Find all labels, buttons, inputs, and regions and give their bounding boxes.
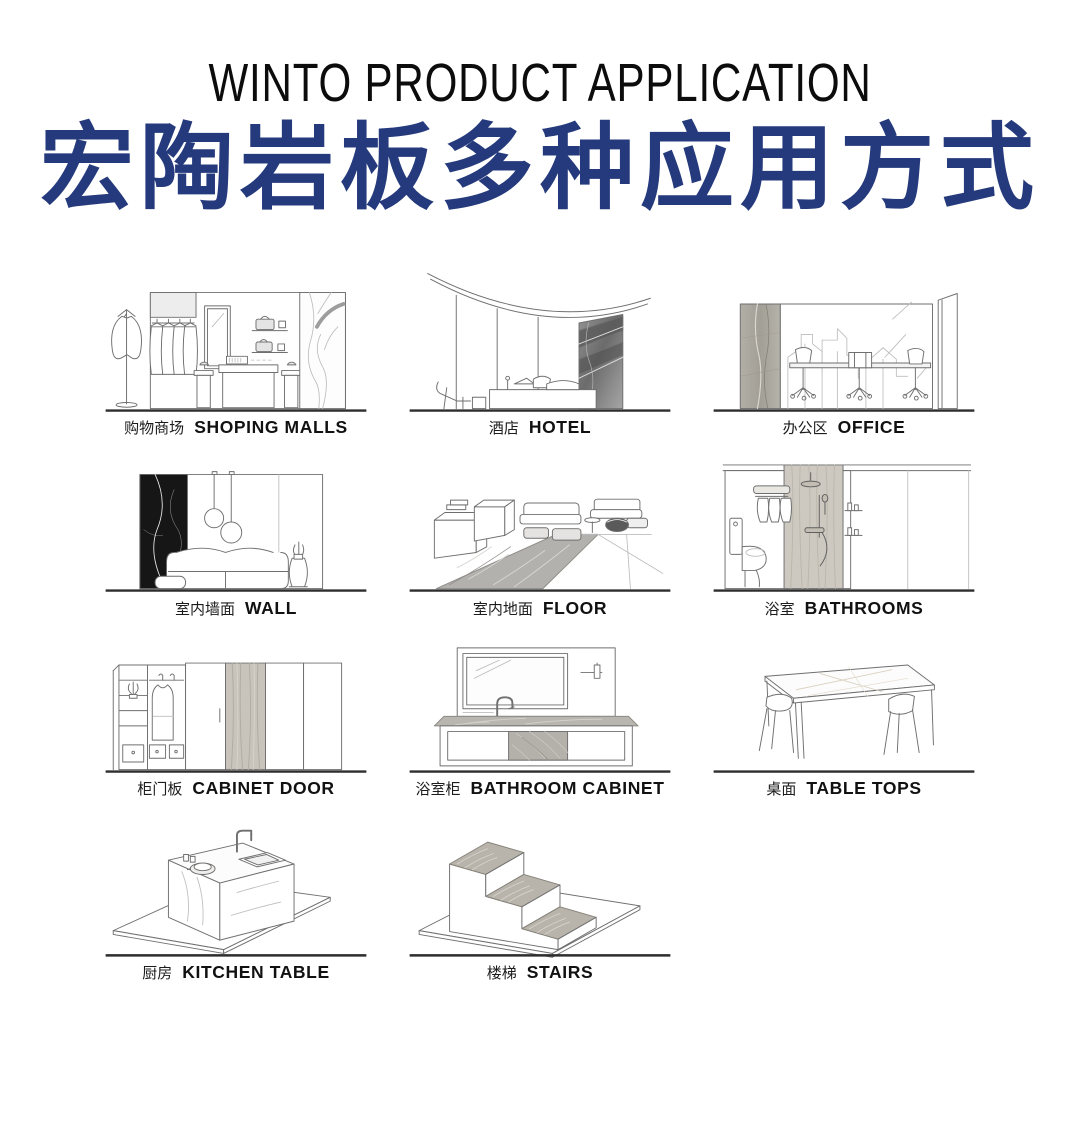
application-grid: 购物商场 SHOPING MALLS bbox=[98, 264, 982, 983]
caption-cabinet-door: 柜门板 CABINET DOOR bbox=[137, 778, 334, 799]
caption-wall-en: WALL bbox=[245, 597, 297, 618]
caption-hotel: 酒店 HOTEL bbox=[489, 417, 591, 438]
figure-floor: 室内地面 FLOOR bbox=[402, 444, 678, 618]
poster-title-chinese: 宏陶岩板多种应用方式 bbox=[39, 115, 1040, 221]
caption-office-zh: 办公区 bbox=[782, 420, 828, 438]
figure-hotel: 酒店 HOTEL bbox=[402, 264, 678, 438]
figure-cabinet-door: 柜门板 CABINET DOOR bbox=[98, 625, 374, 799]
stairs-illustration bbox=[409, 841, 671, 958]
poster-title-english: WINTO PRODUCT APPLICATION bbox=[208, 53, 872, 113]
grid-empty-cell bbox=[706, 805, 982, 983]
figure-shopping-malls: 购物商场 SHOPING MALLS bbox=[98, 264, 374, 438]
table-tops-illustration bbox=[713, 664, 975, 773]
caption-hotel-en: HOTEL bbox=[528, 417, 592, 438]
caption-table-tops: 桌面 TABLE TOPS bbox=[766, 778, 921, 799]
caption-table-tops-en: TABLE TOPS bbox=[806, 778, 922, 799]
caption-floor-zh: 室内地面 bbox=[472, 600, 533, 618]
caption-wall: 室内墙面 WALL bbox=[175, 598, 297, 619]
figure-bathroom-cabinet: 浴室柜 BATHROOM CABINET bbox=[402, 625, 678, 799]
caption-bathrooms-zh: 浴室 bbox=[764, 600, 795, 618]
caption-wall-zh: 室内墙面 bbox=[175, 600, 236, 618]
caption-kitchen-table-zh: 厨房 bbox=[142, 965, 173, 983]
shopping-malls-illustration bbox=[105, 292, 367, 412]
figure-kitchen-table: 厨房 KITCHEN TABLE bbox=[98, 805, 374, 983]
grid-row-4: 厨房 KITCHEN TABLE bbox=[98, 805, 982, 983]
office-illustration bbox=[713, 293, 975, 412]
hotel-illustration bbox=[409, 273, 671, 412]
caption-stairs: 楼梯 STAIRS bbox=[487, 962, 594, 983]
caption-shopping-malls-zh: 购物商场 bbox=[124, 420, 185, 438]
caption-kitchen-table: 厨房 KITCHEN TABLE bbox=[142, 962, 329, 983]
caption-office: 办公区 OFFICE bbox=[783, 417, 906, 438]
figure-office: 办公区 OFFICE bbox=[706, 264, 982, 438]
caption-bathroom-cabinet: 浴室柜 BATHROOM CABINET bbox=[416, 778, 665, 799]
figure-wall: 室内墙面 WALL bbox=[98, 444, 374, 618]
caption-bathroom-cabinet-en: BATHROOM CABINET bbox=[470, 778, 665, 799]
figure-stairs: 楼梯 STAIRS bbox=[402, 805, 678, 983]
caption-office-en: OFFICE bbox=[837, 417, 906, 438]
grid-row-3: 柜门板 CABINET DOOR bbox=[98, 625, 982, 799]
caption-floor: 室内地面 FLOOR bbox=[473, 598, 607, 619]
kitchen-table-illustration bbox=[105, 829, 367, 957]
grid-row-2: 室内墙面 WALL bbox=[98, 444, 982, 618]
caption-table-tops-zh: 桌面 bbox=[766, 781, 797, 799]
caption-cabinet-door-zh: 柜门板 bbox=[137, 781, 183, 799]
caption-shopping-malls: 购物商场 SHOPING MALLS bbox=[124, 417, 348, 438]
figure-table-tops: 桌面 TABLE TOPS bbox=[706, 625, 982, 799]
caption-kitchen-table-en: KITCHEN TABLE bbox=[182, 962, 330, 983]
grid-row-1: 购物商场 SHOPING MALLS bbox=[98, 264, 982, 438]
caption-cabinet-door-en: CABINET DOOR bbox=[192, 778, 335, 799]
caption-shopping-malls-en: SHOPING MALLS bbox=[194, 417, 348, 438]
cabinet-door-illustration bbox=[105, 662, 367, 773]
caption-hotel-zh: 酒店 bbox=[488, 420, 519, 438]
caption-floor-en: FLOOR bbox=[542, 597, 608, 618]
caption-bathrooms-en: BATHROOMS bbox=[804, 597, 924, 618]
wall-illustration bbox=[105, 471, 367, 593]
caption-stairs-en: STAIRS bbox=[526, 962, 594, 983]
figure-bathrooms: 浴室 BATHROOMS bbox=[706, 444, 982, 618]
caption-bathrooms: 浴室 BATHROOMS bbox=[765, 598, 924, 619]
caption-bathroom-cabinet-zh: 浴室柜 bbox=[415, 781, 461, 799]
bathrooms-illustration bbox=[713, 464, 975, 593]
bathroom-cabinet-illustration bbox=[409, 647, 671, 773]
caption-stairs-zh: 楼梯 bbox=[486, 965, 517, 983]
poster-header: WINTO PRODUCT APPLICATION 宏陶岩板多种应用方式 bbox=[0, 0, 1080, 218]
floor-illustration bbox=[409, 499, 671, 593]
